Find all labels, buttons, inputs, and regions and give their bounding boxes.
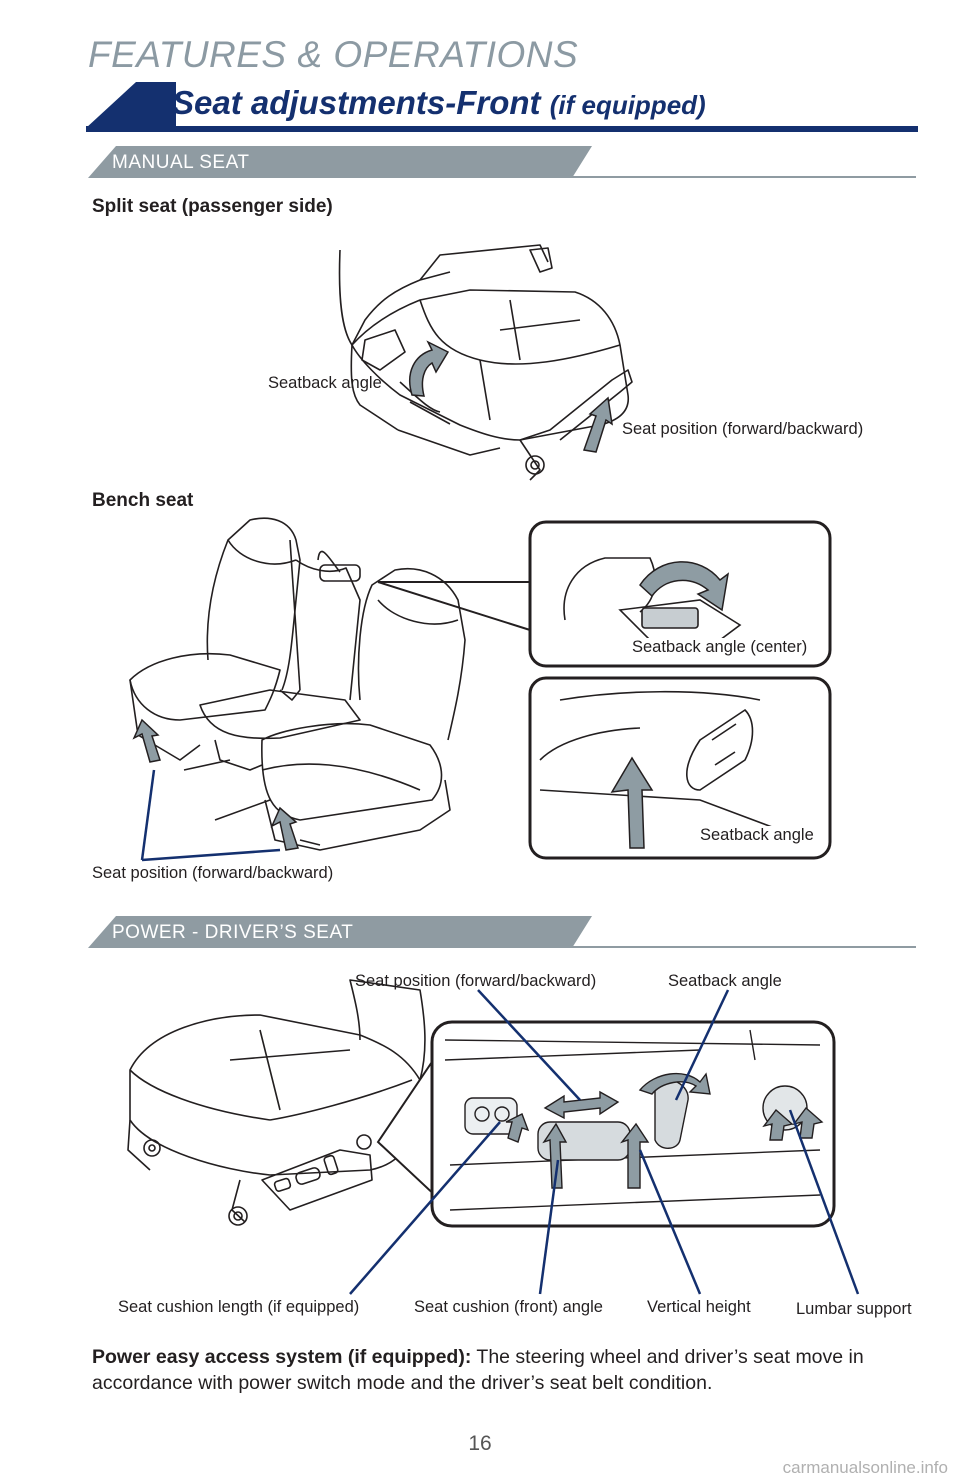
- bench-seatback-angle-center-label: Seatback angle (center): [630, 638, 810, 657]
- section-title-main: Seat adjustments-Front: [172, 84, 541, 121]
- power-seatback-angle-label: Seatback angle: [668, 972, 782, 990]
- power-easy-access-lead: Power easy access system (if equipped):: [92, 1346, 472, 1368]
- power-seat-tab-label: POWER - DRIVER’S SEAT: [112, 922, 354, 943]
- power-lumbar-support-label: Lumbar support: [796, 1300, 912, 1318]
- split-seatback-angle-label: Seatback angle: [268, 374, 382, 392]
- power-cushion-front-angle-label: Seat cushion (front) angle: [414, 1298, 603, 1316]
- section-rule: [86, 126, 918, 132]
- page-number: 16: [468, 1432, 492, 1455]
- chapter-header: FEATURES & OPERATIONS: [88, 34, 579, 75]
- power-seat-position-label: Seat position (forward/backward): [355, 972, 597, 990]
- section-title: Seat adjustments-Front (if equipped): [172, 84, 706, 122]
- bench-seatback-angle-label: Seatback angle: [698, 826, 816, 845]
- power-seat-tab: [88, 916, 916, 948]
- manual-seat-tab-label: MANUAL SEAT: [112, 152, 250, 173]
- power-easy-access-text: The steering wheel and driver’s seat mov…: [92, 1346, 864, 1394]
- section-title-suffix: (if equipped): [549, 90, 706, 120]
- power-easy-access-paragraph: Power easy access system (if equipped): …: [92, 1344, 912, 1396]
- watermark: carmanualsonline.info: [782, 1458, 948, 1477]
- bench-seat-position-label: Seat position (forward/backward): [92, 864, 334, 882]
- split-seat-heading: Split seat (passenger side): [92, 196, 333, 217]
- bench-seat-heading: Bench seat: [92, 490, 194, 511]
- section-title-wedge: [86, 82, 176, 128]
- power-vertical-height-label: Vertical height: [647, 1298, 751, 1316]
- split-seat-position-label: Seat position (forward/backward): [622, 420, 864, 438]
- power-cushion-length-label: Seat cushion length (if equipped): [118, 1298, 360, 1316]
- manual-seat-tab: [88, 146, 916, 178]
